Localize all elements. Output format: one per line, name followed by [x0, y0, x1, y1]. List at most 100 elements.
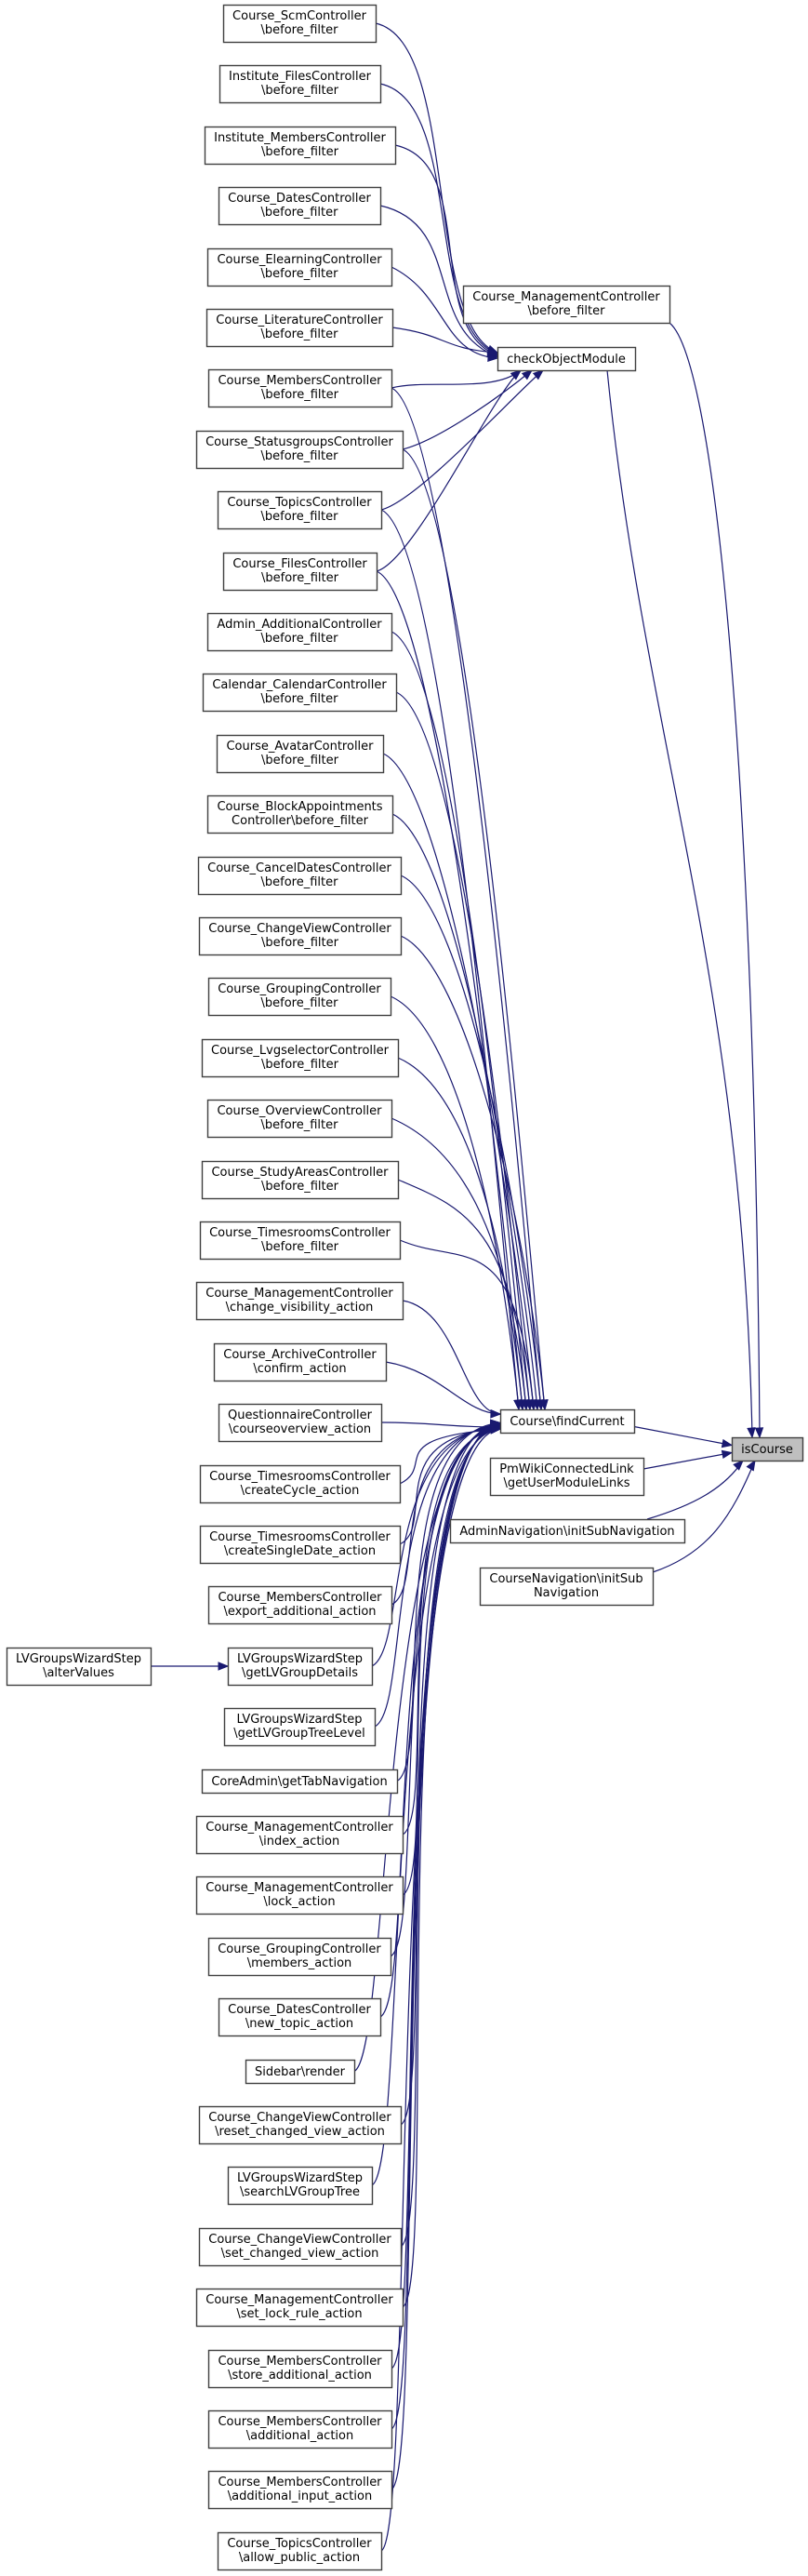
- node-box: [195, 1281, 404, 1321]
- node-createcycle[interactable]: Course_TimesroomsController\createCycle_…: [199, 1464, 402, 1504]
- node-label-line: Course_ManagementController: [472, 290, 660, 304]
- edge-line: [391, 369, 522, 389]
- node-label-line: \createSingleDate_action: [224, 1544, 376, 1558]
- edge-line: [646, 1460, 744, 1520]
- arrowhead: [532, 369, 545, 380]
- node-overview[interactable]: Course_OverviewController\before_filter: [206, 1099, 393, 1139]
- node-label-line: \before_filter: [261, 267, 339, 281]
- node-adminnav[interactable]: AdminNavigation\initSubNavigation: [449, 1518, 686, 1544]
- node-label-line: \change_visibility_action: [226, 1301, 374, 1315]
- node-box: [218, 186, 382, 226]
- node-label-line: Controller\before_filter: [232, 814, 369, 828]
- edge-changeview-to-findCurrent: [400, 935, 549, 1411]
- node-label-line: Course_GroupingController: [218, 1942, 381, 1956]
- edge-line: [380, 369, 544, 511]
- node-createsingledate[interactable]: Course_TimesroomsController\createSingle…: [199, 1525, 402, 1565]
- node-label-line: \before_filter: [261, 449, 339, 463]
- node-topics[interactable]: Course_TopicsController\before_filter: [217, 490, 383, 530]
- node-label-line: \courseoverview_action: [229, 1422, 371, 1436]
- node-label-line: checkObjectModule: [507, 353, 626, 367]
- edge-archive_confirm-to-findCurrent: [385, 1361, 502, 1419]
- node-questionnaire[interactable]: QuestionnaireController\courseoverview_a…: [218, 1403, 383, 1443]
- node-label-line: Course_TopicsController: [227, 2537, 372, 2551]
- node-reset-changed-view[interactable]: Course_ChangeViewController\reset_change…: [198, 2105, 403, 2145]
- node-canceldates[interactable]: Course_CancelDatesController\before_filt…: [197, 856, 403, 896]
- node-inst-members[interactable]: Institute_MembersController\before_filte…: [204, 126, 397, 166]
- edge-line: [400, 935, 546, 1410]
- node-label-line: Navigation: [534, 1586, 599, 1600]
- node-box: [449, 1518, 686, 1544]
- node-box: [218, 1403, 383, 1443]
- node-findcurrent[interactable]: Course\findCurrent: [499, 1408, 636, 1435]
- node-blockappointments[interactable]: Course_BlockAppointmentsController\befor…: [206, 794, 394, 834]
- node-files[interactable]: Course_FilesController\before_filter: [222, 552, 378, 592]
- node-box: [223, 1707, 377, 1747]
- node-studyareas[interactable]: Course_StudyAreasController\before_filte…: [201, 1160, 400, 1200]
- node-label-line: LVGroupsWizardStep: [16, 1652, 141, 1666]
- arrowhead: [721, 1449, 734, 1460]
- edge-line: [380, 1428, 501, 2552]
- node-additional-action[interactable]: Course_MembersController\additional_acti…: [207, 2409, 393, 2449]
- node-box: [195, 2288, 404, 2328]
- node-admin-additional[interactable]: Admin_AdditionalController\before_filter: [206, 612, 393, 652]
- node-label-line: Course_TimesroomsController: [209, 1470, 391, 1484]
- node-label-line: \before_filter: [261, 875, 339, 889]
- node-scm[interactable]: Course_ScmController\before_filter: [222, 4, 378, 44]
- node-index-action[interactable]: Course_ManagementController\index_action: [195, 1815, 404, 1855]
- node-label-line: Course_ChangeViewController: [208, 922, 391, 936]
- node-label-line: \reset_changed_view_action: [215, 2125, 385, 2139]
- node-export-additional[interactable]: Course_MembersController\export_addition…: [207, 1585, 393, 1625]
- node-avatar[interactable]: Course_AvatarController\before_filter: [216, 734, 385, 774]
- node-inst-files[interactable]: Institute_FilesController\before_filter: [219, 64, 382, 104]
- node-label-line: Course_ElearningController: [217, 253, 382, 267]
- node-set-changed-view[interactable]: Course_ChangeViewController\set_changed_…: [198, 2227, 403, 2267]
- node-calendar[interactable]: Calendar_CalendarController\before_filte…: [202, 673, 398, 713]
- node-getlvgrouptreelevel[interactable]: LVGroupsWizardStep\getLVGroupTreeLevel: [223, 1707, 377, 1747]
- arrowhead: [754, 1427, 764, 1439]
- node-changeview[interactable]: Course_ChangeViewController\before_filte…: [198, 916, 403, 956]
- node-altervalues[interactable]: LVGroupsWizardStep\alterValues: [6, 1647, 152, 1687]
- node-store-additional[interactable]: Course_MembersController\store_additiona…: [207, 2349, 393, 2389]
- node-members[interactable]: Course_MembersController\before_filter: [207, 368, 393, 408]
- node-coreadmin[interactable]: CoreAdmin\getTabNavigation: [201, 1768, 399, 1795]
- node-members-action[interactable]: Course_GroupingController\members_action: [207, 1937, 392, 1977]
- node-getlvgroupdetails[interactable]: LVGroupsWizardStep\getLVGroupDetails: [227, 1647, 374, 1687]
- node-searchlvgrouptree[interactable]: LVGroupsWizardStep\searchLVGroupTree: [227, 2166, 374, 2206]
- node-checkobjectmodule[interactable]: checkObjectModule: [497, 346, 637, 372]
- node-coursenav[interactable]: CourseNavigation\initSubNavigation: [479, 1567, 655, 1607]
- node-elearning[interactable]: Course_ElearningController\before_filter: [206, 247, 393, 287]
- node-label-line: Course_CancelDatesController: [207, 861, 391, 875]
- node-box: [195, 1875, 404, 1915]
- node-additional-input[interactable]: Course_MembersController\additional_inpu…: [207, 2470, 393, 2510]
- node-sidebar[interactable]: Sidebar\render: [245, 2059, 356, 2085]
- node-timesrooms[interactable]: Course_TimesroomsController\before_filte…: [199, 1221, 402, 1261]
- node-label-line: Course_ManagementController: [205, 2293, 393, 2307]
- edge-line: [397, 1179, 531, 1410]
- node-label-line: \before_filter: [528, 304, 606, 318]
- node-mgmt-before-filter[interactable]: Course_ManagementController\before_filte…: [462, 285, 671, 325]
- node-label-line: LVGroupsWizardStep: [237, 1652, 363, 1666]
- node-label-line: Sidebar\render: [255, 2065, 346, 2079]
- node-lvgselector[interactable]: Course_LvgselectorController\before_filt…: [201, 1038, 400, 1078]
- node-change-visibility[interactable]: Course_ManagementController\change_visib…: [195, 1281, 404, 1321]
- node-statusgroups[interactable]: Course_StatusgroupsController\before_fil…: [195, 430, 404, 470]
- node-archive-confirm[interactable]: Course_ArchiveController\confirm_action: [213, 1342, 388, 1382]
- node-box: [479, 1567, 655, 1607]
- node-lock-action[interactable]: Course_ManagementController\lock_action: [195, 1875, 404, 1915]
- node-pmwiki[interactable]: PmWikiConnectedLink\getUserModuleLinks: [489, 1457, 645, 1497]
- node-literature[interactable]: Course_LiteratureController\before_filte…: [205, 308, 394, 348]
- node-label-line: \alterValues: [43, 1666, 114, 1680]
- node-label-line: Course_MembersController: [218, 2355, 382, 2369]
- node-label-line: Course_ManagementController: [205, 1881, 393, 1895]
- node-iscourse[interactable]: isCourse: [731, 1436, 804, 1462]
- node-box: [218, 1997, 382, 2037]
- node-new-topic[interactable]: Course_DatesController\new_topic_action: [218, 1997, 382, 2037]
- node-label-line: \before_filter: [261, 936, 339, 950]
- node-allow-public[interactable]: Course_TopicsController\allow_public_act…: [217, 2531, 383, 2571]
- node-box: [199, 1525, 402, 1565]
- node-grouping[interactable]: Course_GroupingController\before_filter: [207, 977, 392, 1017]
- node-box: [216, 734, 385, 774]
- node-set-lock-rule[interactable]: Course_ManagementController\set_lock_rul…: [195, 2288, 404, 2328]
- node-dates[interactable]: Course_DatesController\before_filter: [218, 186, 382, 226]
- node-label-line: \before_filter: [261, 632, 339, 646]
